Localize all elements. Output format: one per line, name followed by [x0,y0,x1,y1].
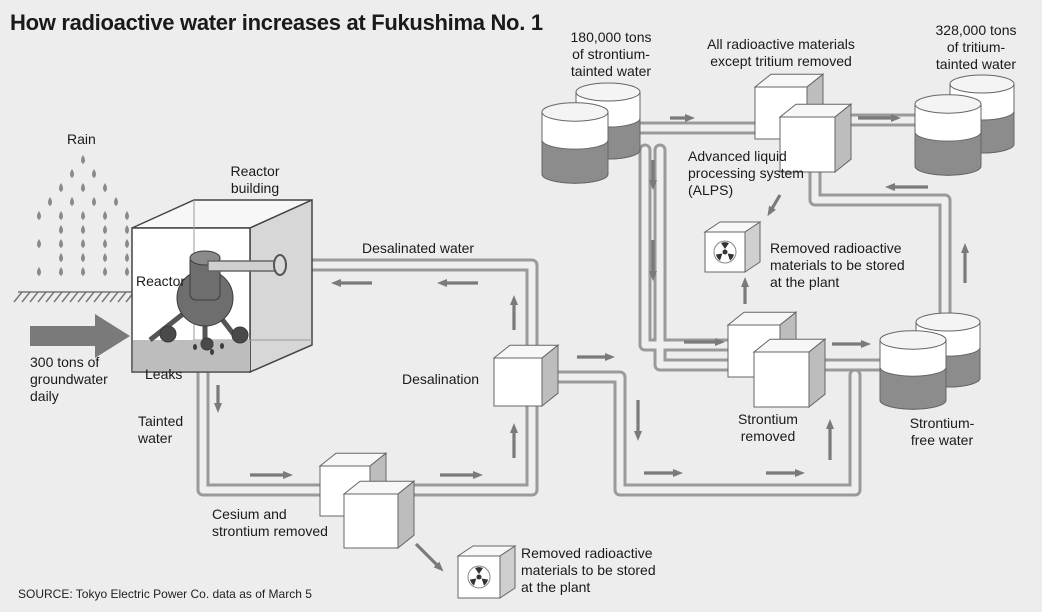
rain-drop [81,155,85,164]
filter-unit [752,338,827,409]
rain-drop [92,197,96,206]
source-note: SOURCE: Tokyo Electric Power Co. data as… [18,587,312,601]
processing-units [318,73,853,550]
rain-drop [81,267,85,276]
rain-drops [37,155,129,276]
label-desalinated-water: Desalinated water [362,240,475,256]
label-reactor-building: Reactor building [230,163,280,196]
arrow [414,542,444,572]
rain-drop [103,211,107,220]
rain-drop [70,197,74,206]
filter-unit [492,344,560,408]
label-alps-output: All radioactive materials except tritium… [707,36,855,69]
rain-drop [125,267,129,276]
rain-drop [81,183,85,192]
rain-drop [70,169,74,178]
label-leaks: Leaks [145,366,183,382]
label-strontium-free-water: Strontium- free water [909,415,975,448]
rain-drop [37,267,41,276]
rain-drop [125,239,129,248]
rain-drop [114,197,118,206]
rain-drop [81,211,85,220]
radiation-icon [713,240,737,264]
rain-drop [48,197,52,206]
rain-drop [37,239,41,248]
label-tainted-water: Tainted water [138,413,184,446]
rain-drop [103,253,107,262]
label-tritium-tainted-water: 328,000 tons of tritium- tainted water [935,22,1017,72]
pipe-desalinated-return [273,258,539,357]
waste-container-top [703,221,762,273]
rain-drop [103,183,107,192]
label-groundwater: 300 tons of groundwater daily [30,354,108,404]
label-alps: Advanced liquid processing system (ALPS) [688,148,804,198]
water-tank [879,330,947,410]
rain-drop [103,225,107,234]
rain-drop [81,253,85,262]
label-desalination: Desalination [402,371,480,387]
rain-drop [125,211,129,220]
rain-drop [103,239,107,248]
arrow [767,194,782,217]
rain-drop [125,225,129,234]
filter-unit [342,480,416,550]
rain-drop [103,267,107,276]
rain-drop [59,267,63,276]
filter-unit [778,103,853,174]
label-strontium-removed: Strontium removed [738,411,798,444]
label-rain: Rain [67,131,96,147]
flow-arrows [214,114,969,572]
label-reactor: Reactor [136,273,186,289]
rain-drop [81,225,85,234]
water-tank [541,102,609,184]
rain-drop [59,225,63,234]
waste-container-bottom [456,545,517,599]
rain-drop [81,239,85,248]
label-removed-stored-bottom: Removed radioactive materials to be stor… [521,545,656,595]
rain-drop [92,169,96,178]
label-cesium-strontium-removed: Cesium and strontium removed [212,506,328,539]
page-title: How radioactive water increases at Fukus… [10,10,543,35]
rain-drop [125,253,129,262]
label-removed-stored-top: Removed radioactive materials to be stor… [770,240,905,290]
reactor-vessel [148,250,249,351]
reactor-building [131,198,313,374]
groundwater-arrow [30,314,130,358]
rain-drop [59,183,63,192]
water-tank [914,94,982,176]
rain-drop [59,211,63,220]
rain-drop [59,239,63,248]
rain-drop [59,253,63,262]
leak-drops [193,343,224,355]
rain-drop [37,211,41,220]
label-strontium-tainted-water: 180,000 tons of strontium- tainted water [570,29,652,79]
ground-line [13,291,135,303]
radiation-icon [467,565,491,589]
storage-tanks [541,74,1015,410]
